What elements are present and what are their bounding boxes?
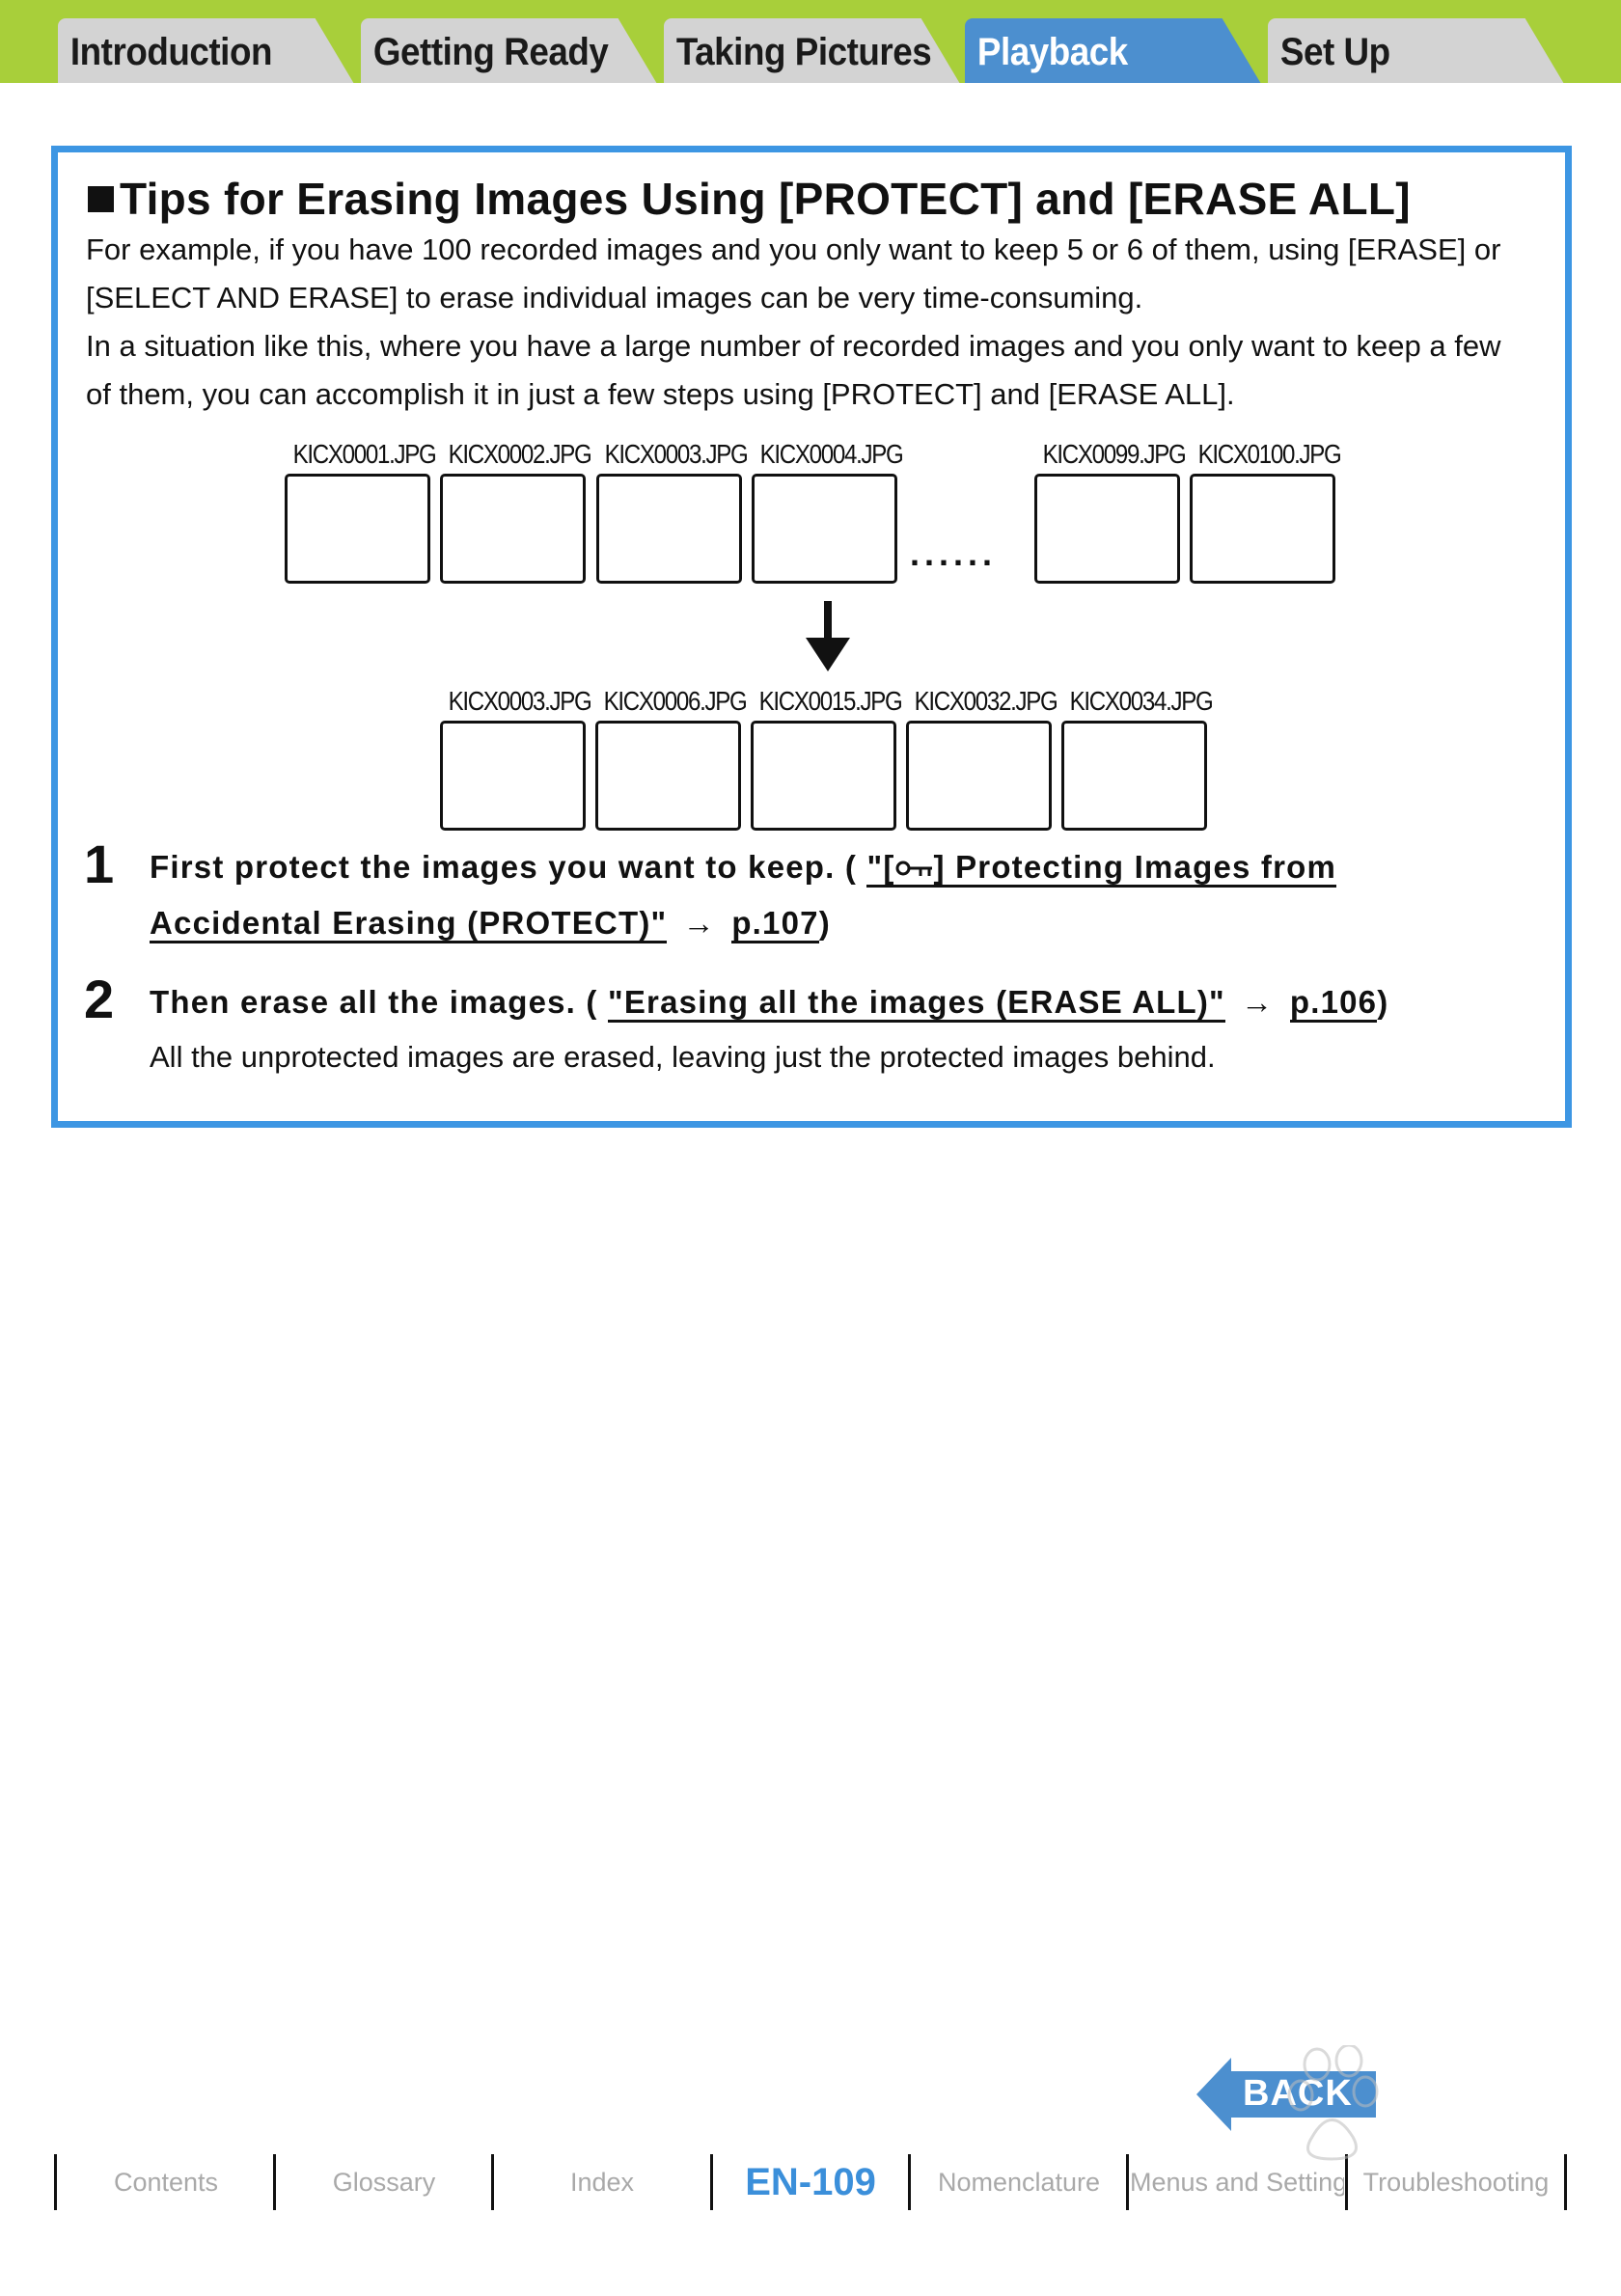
step-instruction: First protect the images you want to kee… <box>150 849 1337 888</box>
nav-troubleshooting[interactable]: Troubleshooting <box>1362 2168 1550 2197</box>
tab-label: Set Up <box>1279 31 1390 73</box>
protect-link[interactable]: "[ ] Protecting Images from <box>866 849 1337 888</box>
tab-label: Getting Ready <box>372 31 609 73</box>
step-instruction: Then erase all the images. ( "Erasing al… <box>150 984 1389 1023</box>
file-name: KICX0002.JPG <box>448 439 592 469</box>
link-text: ] Protecting Images from <box>933 849 1337 885</box>
paragraph-line: For example, if you have 100 recorded im… <box>86 232 1501 266</box>
nav-separator <box>1345 2154 1348 2210</box>
back-label: BACK <box>1243 2073 1353 2114</box>
key-icon <box>895 861 932 876</box>
tab-getting-ready[interactable]: Getting Ready <box>361 18 660 89</box>
nav-separator <box>1564 2154 1567 2210</box>
back-arrow-icon <box>1196 2058 1376 2131</box>
protect-link-line2[interactable]: Accidental Erasing (PROTECT)" <box>150 905 668 943</box>
nav-separator <box>908 2154 911 2210</box>
image-frame <box>751 721 896 831</box>
close-paren: ) <box>818 905 831 941</box>
image-frame <box>1190 474 1335 584</box>
close-paren: ) <box>1377 984 1389 1020</box>
arrow-right-icon: → <box>1241 984 1275 1020</box>
paw-logo-icon <box>1287 2045 1379 2161</box>
nav-separator <box>710 2154 713 2210</box>
nav-separator <box>491 2154 494 2210</box>
file-name: KICX0003.JPG <box>448 686 592 716</box>
page-ref-link[interactable]: p.106 <box>1289 984 1378 1023</box>
file-name: KICX0100.JPG <box>1197 439 1342 469</box>
page-ref-link[interactable]: p.107 <box>731 905 819 943</box>
tab-taking-pictures[interactable]: Taking Pictures <box>664 18 963 89</box>
file-name: KICX0015.JPG <box>758 686 903 716</box>
image-frame <box>752 474 897 584</box>
image-frame <box>440 721 586 831</box>
tab-introduction[interactable]: Introduction <box>58 18 357 89</box>
top-navigation-bar: Introduction Getting Ready Taking Pictur… <box>0 0 1621 89</box>
section-title: Tips for Erasing Images Using [PROTECT] … <box>88 173 1411 225</box>
tab-playback[interactable]: Playback <box>965 18 1264 89</box>
step-note: All the unprotected images are erased, l… <box>150 1040 1216 1074</box>
step-number: 1 <box>84 834 115 894</box>
file-name: KICX0006.JPG <box>603 686 748 716</box>
tab-bar-divider <box>0 83 1621 89</box>
section-title-text: Tips for Erasing Images Using [PROTECT] … <box>120 174 1411 224</box>
nav-glossary[interactable]: Glossary <box>332 2168 436 2197</box>
file-name: KICX0099.JPG <box>1042 439 1187 469</box>
tab-label: Playback <box>976 31 1128 73</box>
arrow-down-icon <box>806 601 850 671</box>
image-frame <box>1061 721 1207 831</box>
baidu-watermark <box>1148 2045 1525 2238</box>
step-number: 2 <box>84 969 115 1029</box>
file-name: KICX0003.JPG <box>604 439 749 469</box>
file-name: KICX0034.JPG <box>1069 686 1214 716</box>
paragraph-line: In a situation like this, where you have… <box>86 329 1501 363</box>
step-text: Then erase all the images. ( <box>150 984 598 1020</box>
ellipsis: ...... <box>910 533 998 573</box>
page-number: EN-109 <box>745 2161 876 2203</box>
step-instruction-line2: Accidental Erasing (PROTECT)" → p.107) <box>150 905 831 943</box>
back-button[interactable]: BACK <box>1196 2058 1376 2131</box>
nav-nomenclature[interactable]: Nomenclature <box>937 2168 1101 2197</box>
nav-menus-and-settings[interactable]: Menus and Settings <box>1130 2168 1344 2197</box>
nav-separator <box>1126 2154 1129 2210</box>
nav-separator <box>54 2154 57 2210</box>
arrow-right-icon: → <box>682 905 716 941</box>
tab-label: Introduction <box>69 31 273 73</box>
image-frame <box>440 474 586 584</box>
file-name: KICX0032.JPG <box>914 686 1058 716</box>
nav-contents[interactable]: Contents <box>113 2168 219 2197</box>
image-frame <box>596 474 742 584</box>
image-frame <box>285 474 430 584</box>
paragraph-line: [SELECT AND ERASE] to erase individual i… <box>86 281 1143 314</box>
nav-separator <box>273 2154 276 2210</box>
bullet-square-icon <box>88 186 114 212</box>
image-frame <box>906 721 1052 831</box>
erase-all-link[interactable]: "Erasing all the images (ERASE ALL)" <box>607 984 1225 1023</box>
image-frame <box>595 721 741 831</box>
image-frame <box>1034 474 1180 584</box>
tab-set-up[interactable]: Set Up <box>1268 18 1567 89</box>
nav-index[interactable]: Index <box>569 2168 635 2197</box>
tips-section-box: Tips for Erasing Images Using [PROTECT] … <box>51 146 1572 1128</box>
link-text: "[ <box>866 849 895 885</box>
file-name: KICX0004.JPG <box>759 439 904 469</box>
tab-label: Taking Pictures <box>675 31 932 73</box>
step-text: First protect the images you want to kee… <box>150 849 858 885</box>
intro-paragraph: For example, if you have 100 recorded im… <box>86 226 1543 419</box>
file-name: KICX0001.JPG <box>292 439 437 469</box>
paragraph-line: of them, you can accomplish it in just a… <box>86 377 1235 411</box>
